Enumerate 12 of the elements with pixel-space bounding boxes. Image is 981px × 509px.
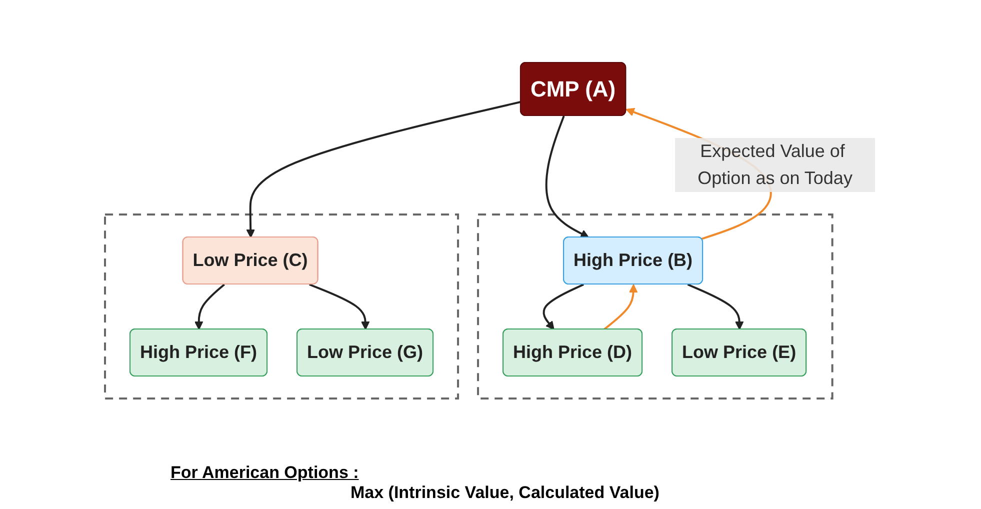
note-heading: For American Options :	[170, 463, 359, 483]
edge-label: Expected Value of Option as on Today	[698, 141, 853, 188]
note-text: Max (Intrinsic Value, Calculated Value)	[350, 483, 660, 503]
cluster	[104, 214, 460, 400]
arrow	[543, 284, 584, 330]
arrow	[546, 116, 590, 238]
arrow	[310, 284, 370, 330]
cluster	[478, 214, 834, 400]
arrow	[194, 284, 226, 330]
arrow	[688, 284, 744, 330]
arrow	[246, 100, 522, 238]
arrow	[604, 284, 638, 330]
